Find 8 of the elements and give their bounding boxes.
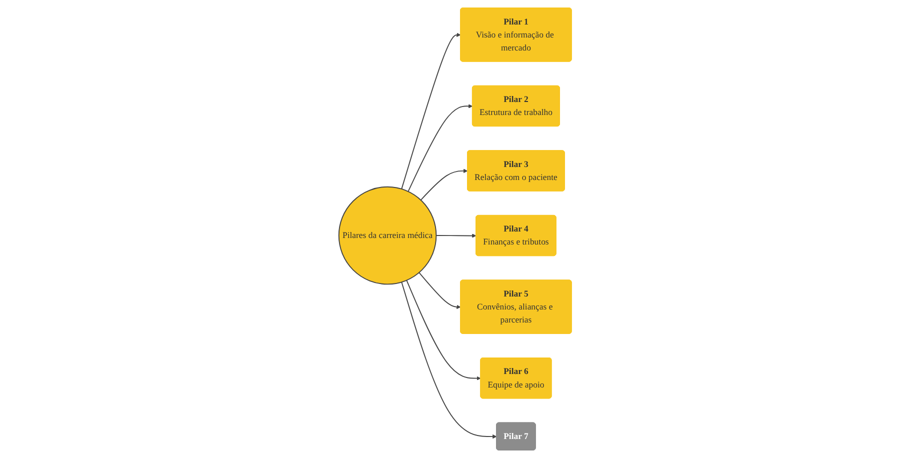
arrow: [418, 272, 461, 309]
arrow: [400, 281, 497, 438]
arrow: [406, 279, 481, 380]
arrow: [408, 104, 472, 192]
arrow: [420, 168, 468, 200]
arrow: [436, 233, 476, 238]
node-circle: Pilares da carreira médica: [338, 186, 436, 284]
arrow: [400, 32, 461, 189]
